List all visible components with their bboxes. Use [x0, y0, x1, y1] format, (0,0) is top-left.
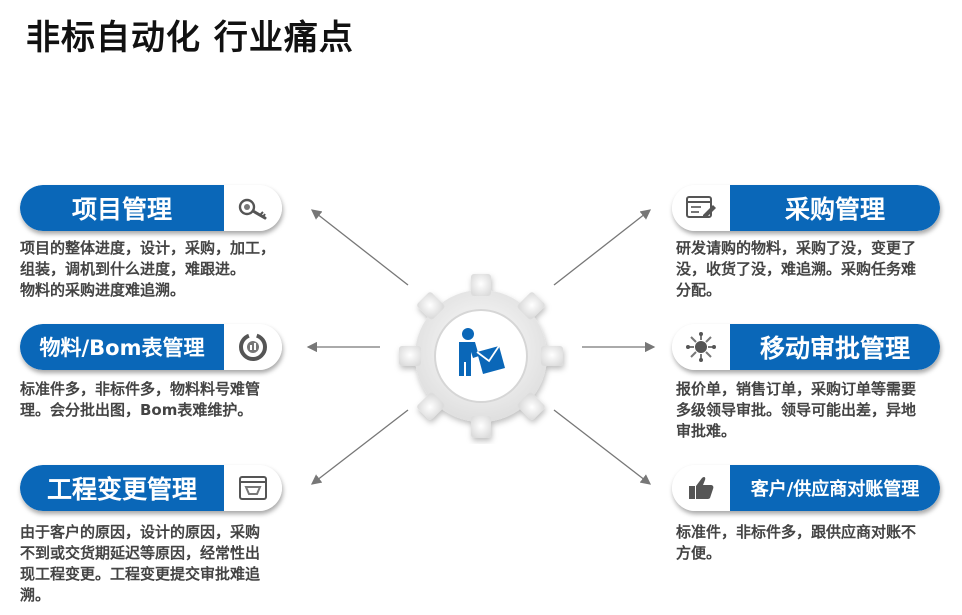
arrow-top-right	[553, 209, 652, 286]
chart-target-icon	[224, 324, 282, 370]
arrow-bottom-right	[553, 409, 652, 485]
item-label: 移动审批管理	[730, 324, 940, 370]
page-title: 非标自动化 行业痛点	[26, 18, 354, 58]
item-description: 标准件多，非标件多，物料料号难管理。会分批出图，Bom表难维护。	[20, 380, 261, 419]
thumbs-up-icon	[672, 465, 730, 511]
item-engineering-change[interactable]: 工程变更管理	[20, 465, 282, 511]
item-reconciliation[interactable]: 客户/供应商对账管理	[672, 465, 940, 511]
item-description: 项目的整体进度，设计，采购，加工，组装，调机到什么进度，难跟进。物料的采购进度难…	[20, 239, 276, 299]
item-purchase-mgmt[interactable]: 采购管理	[672, 185, 940, 231]
item-label: 物料/Bom表管理	[20, 324, 224, 370]
arrow-bottom-left	[310, 409, 409, 485]
item-description: 由于客户的原因，设计的原因，采购不到或交货期延迟等原因，经常性出现工程变更。工程…	[20, 523, 261, 604]
item-bom-mgmt[interactable]: 物料/Bom表管理	[20, 324, 282, 370]
worker-mail-icon	[459, 328, 505, 376]
item-description: 标准件，非标件多，跟供应商对账不方便。	[676, 523, 917, 562]
item-label: 项目管理	[20, 185, 224, 231]
key-search-icon	[224, 185, 282, 231]
item-label: 工程变更管理	[20, 465, 224, 511]
item-mobile-approval[interactable]: 移动审批管理	[672, 324, 940, 370]
arrow-top-left	[310, 209, 409, 286]
inbox-window-icon	[224, 465, 282, 511]
item-project-mgmt[interactable]: 项目管理	[20, 185, 282, 231]
item-description: 报价单，销售订单，采购订单等需要多级领导审批。领导可能出差，异地审批难。	[676, 380, 917, 440]
network-cog-icon	[672, 324, 730, 370]
item-label: 采购管理	[730, 185, 940, 231]
item-label: 客户/供应商对账管理	[730, 465, 940, 511]
form-edit-icon	[672, 185, 730, 231]
center-gear	[393, 268, 569, 444]
item-description: 研发请购的物料，采购了没，变更了没，收货了没，难追溯。采购任务难分配。	[676, 239, 917, 299]
